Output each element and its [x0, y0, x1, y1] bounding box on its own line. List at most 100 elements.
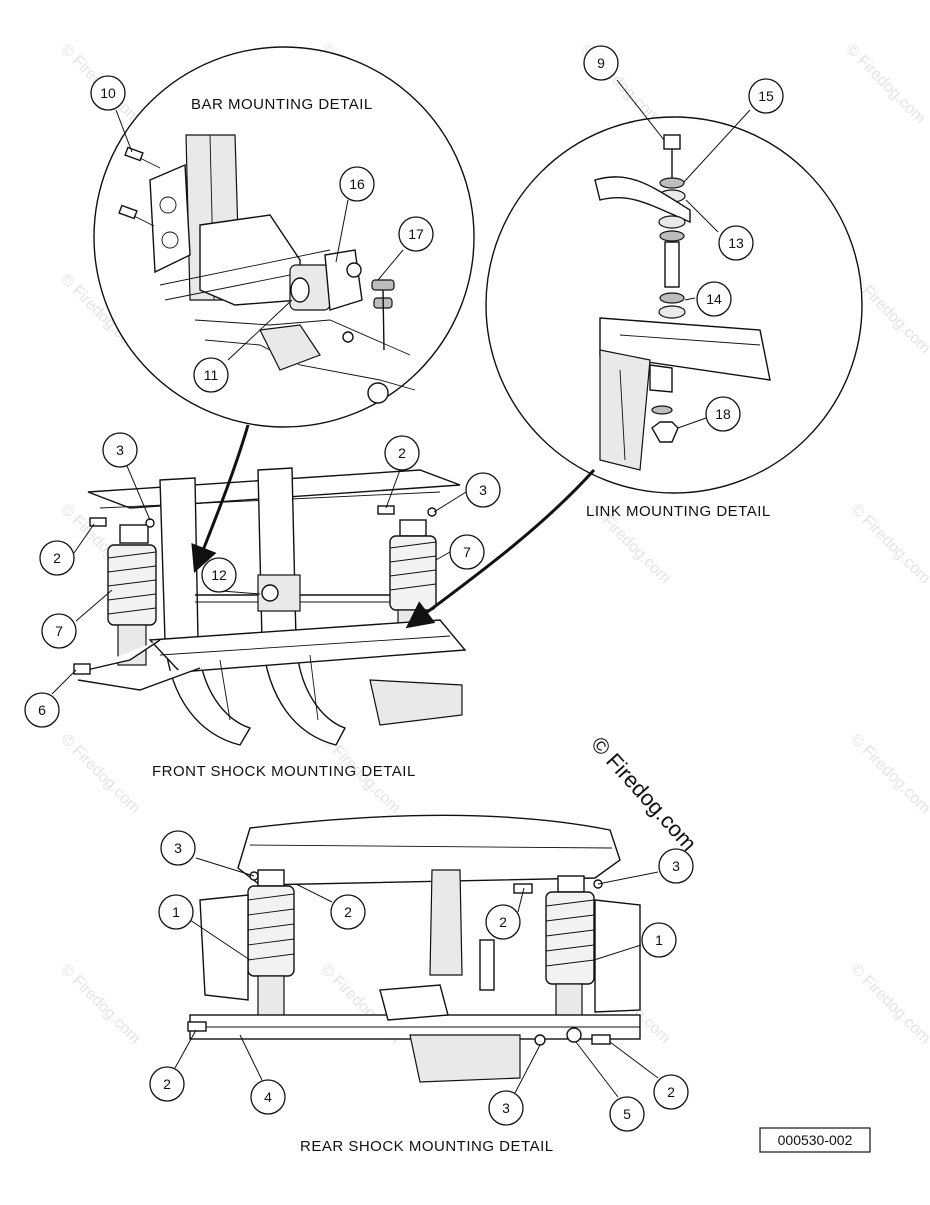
- callout-label: 1: [172, 904, 180, 920]
- watermark-text: © Firedog.com: [847, 501, 930, 587]
- link-mounting-detail: [485, 116, 863, 494]
- callout-label: 7: [55, 623, 63, 639]
- callout-circle: [449, 534, 485, 570]
- frame-casting: [259, 324, 321, 371]
- callout-label: 4: [264, 1089, 272, 1105]
- callout-circle: [653, 1074, 689, 1110]
- watermark-text: © Firedog.com: [57, 961, 143, 1047]
- rear-right-panel: [594, 899, 641, 1013]
- watermark-text: © Firedog.com: [847, 731, 930, 817]
- callout-circle: [465, 472, 501, 508]
- callout-leaders: [51, 79, 751, 1098]
- rear-left-shock: [247, 869, 295, 1017]
- sway-bar-arm: [594, 176, 691, 224]
- callout-circle: [90, 75, 126, 111]
- callout-circle: [149, 1066, 185, 1102]
- washer-15: [659, 177, 685, 189]
- callout-label: 5: [623, 1106, 631, 1122]
- callouts-link: 9 15 13 14 18: [583, 45, 784, 432]
- callout-label: 17: [408, 226, 424, 242]
- link-tab: [649, 364, 673, 393]
- bushing-11: [289, 264, 331, 311]
- rear-spring-small: [479, 939, 495, 991]
- callout-circle: [384, 435, 420, 471]
- callout-label: 12: [211, 567, 227, 583]
- rear-right-shock: [545, 875, 595, 1019]
- mounting-plate: [149, 163, 191, 274]
- bar-mounting-detail: [93, 46, 475, 428]
- callout-label: 3: [116, 442, 124, 458]
- callout-label: 9: [597, 55, 605, 71]
- caption-bar-mounting: BAR MOUNTING DETAIL: [191, 96, 373, 113]
- bolt-6: [73, 663, 91, 675]
- rear-shock-mounting-detail: [187, 814, 641, 1083]
- front-shock-mounting-detail: [73, 467, 467, 746]
- rear-axle-mount: [379, 984, 449, 1021]
- callout-circle: [193, 357, 229, 393]
- callout-circle: [485, 904, 521, 940]
- bolt-2: [591, 1034, 611, 1045]
- callout-label: 2: [398, 445, 406, 461]
- document-number-box: 000530-002: [759, 1127, 871, 1153]
- spacer-14: [664, 241, 680, 288]
- callout-circle: [705, 396, 741, 432]
- caption-rear-shock: REAR SHOCK MOUNTING DETAIL: [300, 1138, 554, 1155]
- bolt-10: [118, 146, 161, 227]
- callout-circle: [658, 848, 694, 884]
- callout-circle: [160, 830, 196, 866]
- washer-5: [566, 1027, 582, 1043]
- callout-circle: [398, 216, 434, 252]
- callout-label: 11: [204, 367, 219, 383]
- callout-label: 3: [479, 482, 487, 498]
- watermark-text: © Firedog.com: [842, 41, 928, 127]
- frame-rail: [599, 317, 771, 381]
- caption-front-shock: FRONT SHOCK MOUNTING DETAIL: [152, 763, 416, 780]
- callout-label: 10: [100, 85, 116, 101]
- callout-circle: [339, 166, 375, 202]
- rear-left-panel: [199, 894, 249, 1001]
- detail-circle: [485, 116, 863, 494]
- callouts-bar: 10 16 17 11: [90, 75, 434, 393]
- callout-label: 18: [715, 406, 731, 422]
- callout-circle: [488, 1090, 524, 1126]
- callout-circle: [330, 894, 366, 930]
- callout-circle: [102, 432, 138, 468]
- callout-label: 2: [53, 550, 61, 566]
- callouts-rear: 3 3 2 2 1 1 2 4 3 5 2: [149, 830, 694, 1132]
- link-stud-17: [346, 262, 395, 351]
- callout-label: 3: [502, 1100, 510, 1116]
- callout-circle: [641, 922, 677, 958]
- bolt-2: [187, 1021, 207, 1032]
- callout-circle: [718, 225, 754, 261]
- callout-circle: [158, 894, 194, 930]
- callout-label: 3: [672, 858, 680, 874]
- callout-circle: [201, 557, 237, 593]
- callout-label: 2: [163, 1076, 171, 1092]
- callout-circle: [609, 1096, 645, 1132]
- callout-label: 1: [655, 932, 663, 948]
- callout-circle: [748, 78, 784, 114]
- clamp-16: [324, 249, 363, 311]
- callout-label: 2: [499, 914, 507, 930]
- rear-differential: [409, 1034, 521, 1083]
- callout-circle: [696, 281, 732, 317]
- callout-label: 14: [706, 291, 722, 307]
- caption-link-mounting: LINK MOUNTING DETAIL: [586, 503, 771, 520]
- watermark-text: © Firedog.com: [847, 961, 930, 1047]
- rear-center-post: [429, 869, 463, 976]
- link-detail-arrow: [405, 468, 596, 629]
- callout-label: 2: [667, 1084, 675, 1100]
- document-number: 000530-002: [778, 1132, 853, 1148]
- bar-detail-arrow: [191, 424, 250, 574]
- callout-circle: [24, 692, 60, 728]
- callout-label: 3: [174, 840, 182, 856]
- front-frame-member-left: [159, 477, 252, 746]
- bolt-2: [377, 505, 395, 515]
- callout-circle: [39, 540, 75, 576]
- callout-label: 16: [349, 176, 365, 192]
- front-left-shock: [107, 524, 157, 666]
- callout-label: 2: [344, 904, 352, 920]
- rear-body-deck: [237, 814, 621, 886]
- callout-label: 13: [728, 235, 744, 251]
